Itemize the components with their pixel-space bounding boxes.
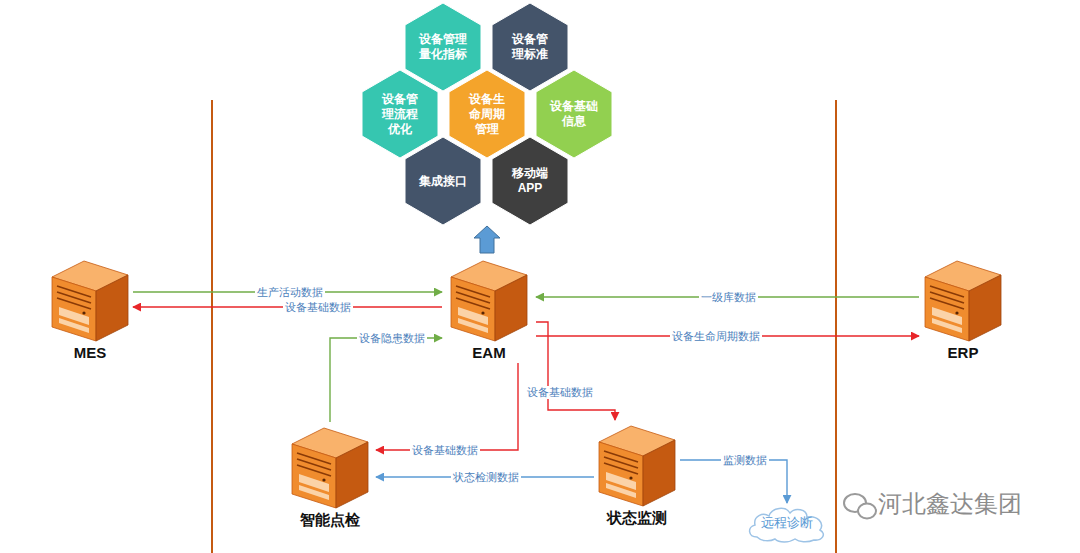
hexagon-module: 设备管 理标准 [491,2,569,92]
flow-label: 设备基础数据 [410,444,480,457]
hexagon-outline [405,137,481,225]
hexagon-module: 设备管 理流程 优化 [361,69,439,159]
server-icon [449,255,529,343]
hexagon-module: 设备生 命周期 管理 [448,69,526,159]
flow-label: 设备生命周期数据 [670,330,762,343]
data-flow-arrow [536,322,615,420]
module-label: 移动端 APP [508,166,552,196]
server-node: 智能点检 [284,422,376,530]
hexagon-module: 设备管理 量化指标 [404,2,482,92]
server-icon [290,422,370,510]
hexagon-module: 移动端 APP [491,136,569,226]
flow-label: 设备隐患数据 [357,332,427,345]
module-label: 集成接口 [415,174,471,189]
module-label: 设备生 命周期 管理 [467,92,507,137]
server-node: EAM [442,255,536,363]
module-label: 设备管 理标准 [510,32,550,62]
server-node: MES [47,255,133,363]
hexagon-outline [492,3,568,91]
server-node: ERP [919,255,1007,363]
server-icon [597,420,677,508]
server-graphic [451,261,527,341]
system-name: MES [47,343,133,363]
system-name: EAM [442,343,536,363]
hexagon-module: 集成接口 [404,136,482,226]
flow-label: 生产活动数据 [255,286,325,299]
system-name: ERP [919,343,1007,363]
flow-label: 设备基础数据 [283,301,353,314]
hexagon-outline [536,70,612,158]
data-flow-arrow [376,363,518,450]
hexagon-outline [449,70,525,158]
watermark: 河北鑫达集团 [878,490,1022,518]
server-icon [50,255,130,343]
server-graphic [925,261,1001,341]
hexagon-module: 设备基础 信息 [535,69,613,159]
flow-label: 状态检测数据 [451,471,521,484]
hexagon-outline [492,137,568,225]
boundary-line [835,100,837,553]
server-graphic [292,428,368,508]
server-graphic [599,426,675,506]
module-label: 设备基础 信息 [548,99,600,129]
server-icon [923,255,1003,343]
output-arrow [474,226,500,253]
service-name: 远程诊断 [761,514,813,532]
cloud-node: 远程诊断 [745,503,829,543]
flow-label: 监测数据 [721,454,769,467]
wechat-bubble [858,504,876,519]
system-name: 状态监测 [594,508,680,528]
flow-label: 一级库数据 [699,291,758,304]
data-flow-arrow [330,338,442,422]
module-label: 设备管 理流程 优化 [380,92,420,137]
hexagon-outline [405,3,481,91]
boundary-line [211,100,213,553]
hexagon-outline [362,70,438,158]
module-label: 设备管理 量化指标 [417,32,469,62]
system-name: 智能点检 [284,510,376,530]
server-graphic [52,261,128,341]
flow-label: 设备基础数据 [525,386,595,399]
cloud-outline [750,508,824,542]
server-node: 状态监测 [594,420,680,528]
wechat-icon [844,494,876,519]
